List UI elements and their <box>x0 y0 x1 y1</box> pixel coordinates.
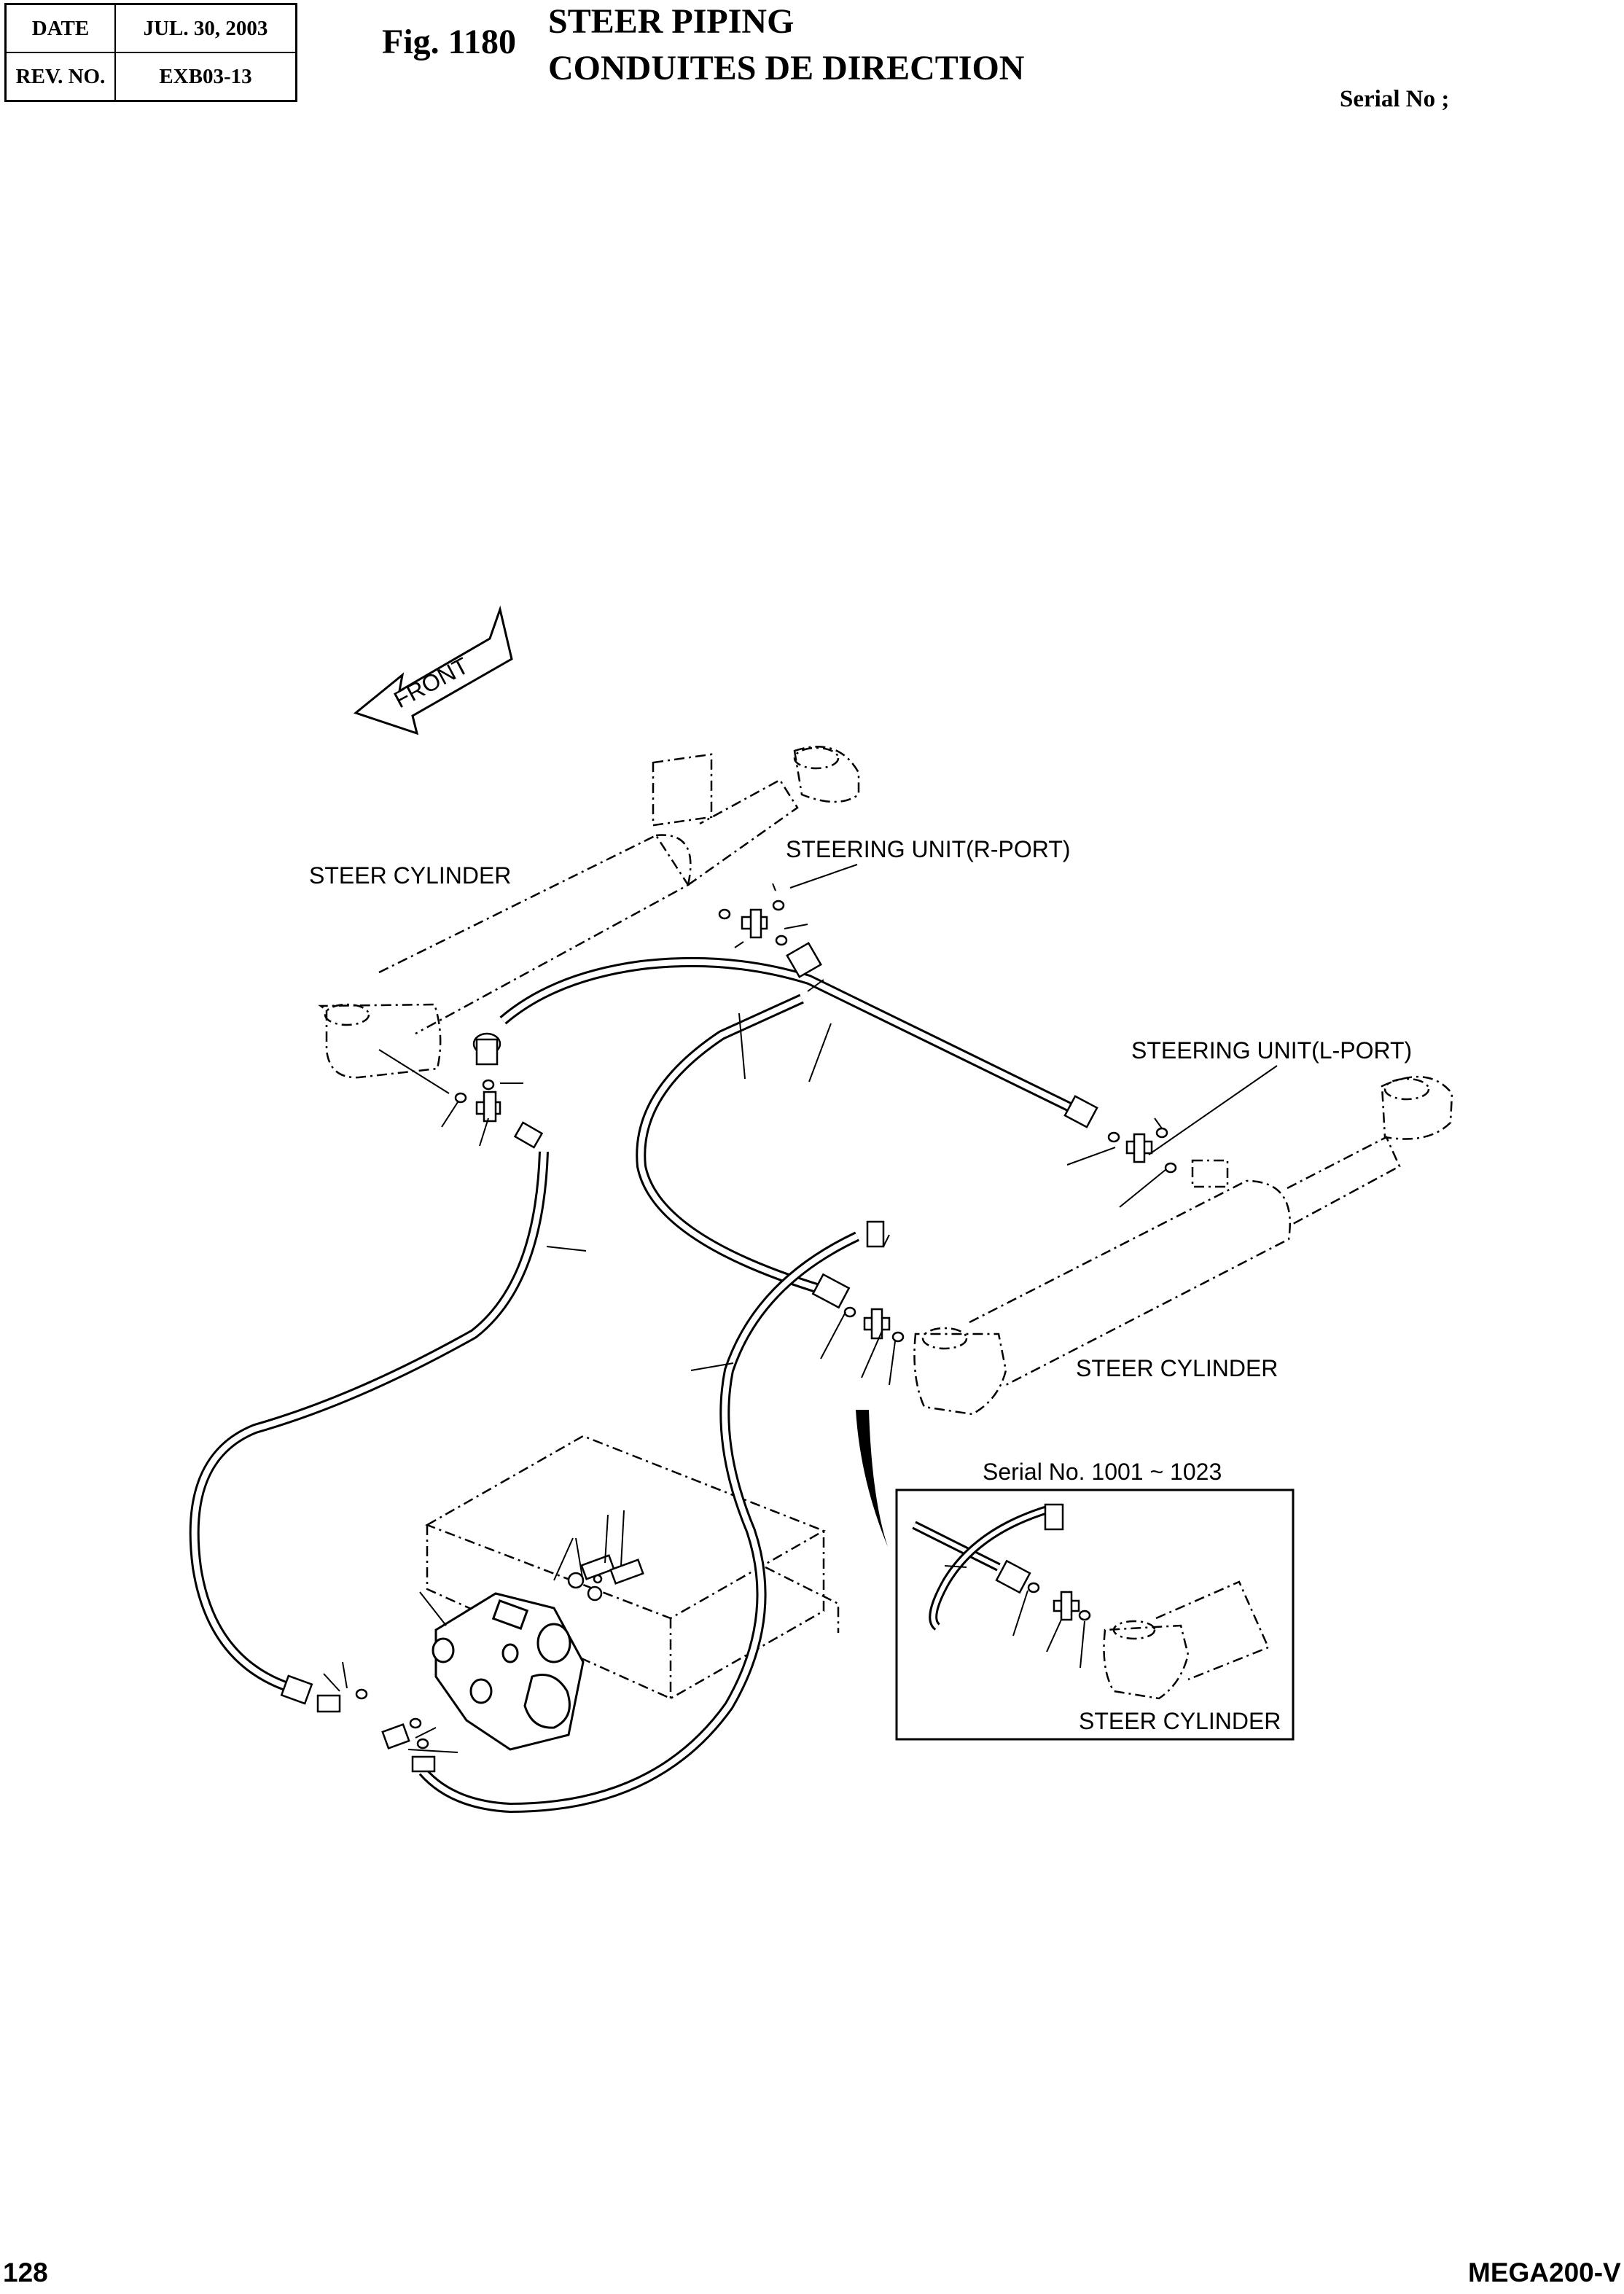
date-label: DATE <box>4 3 116 53</box>
priority-valve <box>432 1592 585 1751</box>
rev-label: REV. NO. <box>4 52 116 102</box>
figure-number: Fig. 1180 <box>382 23 517 61</box>
inset-serial-label: Serial No. 1001 ~ 1023 <box>983 1459 1222 1485</box>
inset-pointer <box>856 1410 888 1547</box>
label-steer-cylinder-left: STEER CYLINDER <box>309 862 511 889</box>
date-value: JUL. 30, 2003 <box>114 3 297 53</box>
label-steering-unit-l-port: STEERING UNIT(L-PORT) <box>1131 1037 1412 1064</box>
page-number: 128 <box>3 2258 48 2287</box>
mounting-bolts <box>567 1554 644 1601</box>
inset-box: Serial No. 1001 ~ 1023 STEER CYLINDER <box>895 1459 1295 1741</box>
title-french: CONDUITES DE DIRECTION <box>548 49 1025 87</box>
l-port-nut <box>1063 1095 1098 1128</box>
fittings <box>280 900 1177 1773</box>
right-steer-cylinder <box>913 1075 1453 1416</box>
hex-nut <box>786 942 822 978</box>
label-steer-cylinder-right: STEER CYLINDER <box>1076 1355 1278 1381</box>
frame-plate <box>425 1435 840 1700</box>
serial-label: Serial No ; <box>1340 86 1450 112</box>
hoses <box>189 956 1074 1814</box>
hose-u <box>636 994 826 1295</box>
front-arrow: FRONT <box>353 605 513 736</box>
leader-lines <box>323 864 1278 1753</box>
hose-upper <box>499 956 1074 1113</box>
revision-table: DATE JUL. 30, 2003 REV. NO. EXB03-13 <box>4 3 297 102</box>
rev-value: EXB03-13 <box>114 52 297 102</box>
model-name: MEGA200-V <box>1468 2258 1621 2287</box>
inset-steer-cylinder-label: STEER CYLINDER <box>1079 1708 1281 1734</box>
left-steer-cylinder <box>318 746 860 1079</box>
label-steering-unit-r-port: STEERING UNIT(R-PORT) <box>786 836 1071 862</box>
title-english: STEER PIPING <box>548 2 795 41</box>
